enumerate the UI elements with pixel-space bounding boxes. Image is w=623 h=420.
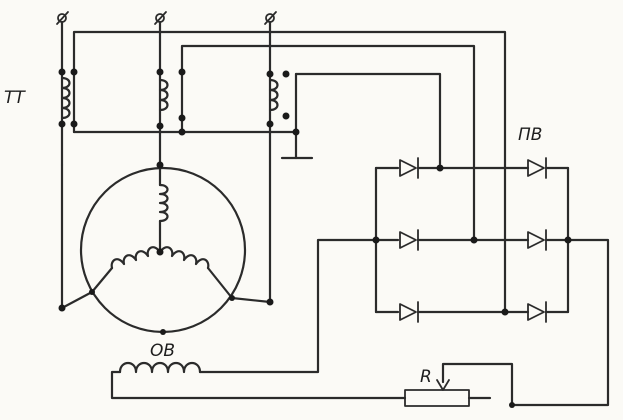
diode-icon (527, 157, 547, 179)
coil-icon (158, 246, 210, 270)
junction-dots (58, 68, 572, 408)
label-rheostat: R (420, 367, 432, 387)
diode-icon (527, 229, 547, 251)
label-current-transformers: TT (4, 88, 26, 108)
coil-icon (60, 76, 71, 120)
diode-icon (399, 157, 419, 179)
coil-icon (110, 246, 162, 270)
coil-icon (158, 78, 169, 112)
coil-icon (158, 183, 169, 223)
rheostat-icon (404, 362, 514, 407)
diode-icon (399, 301, 419, 323)
diode-icon (527, 301, 547, 323)
diode-icon (399, 229, 419, 251)
coil-icon (268, 78, 279, 112)
label-rectifier: ПВ (518, 125, 542, 145)
coil-icon (118, 361, 202, 374)
label-field-winding: ОВ (150, 341, 175, 361)
